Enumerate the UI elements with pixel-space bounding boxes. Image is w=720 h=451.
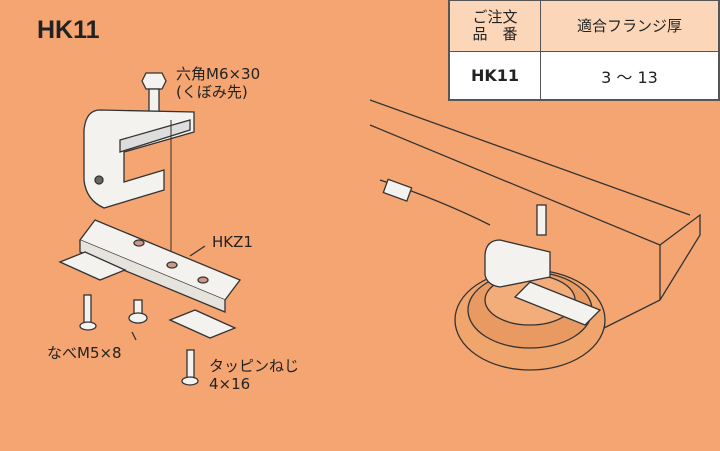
tapping-screw-right [186, 349, 195, 381]
header-order-label: ご注文 [472, 8, 518, 26]
hex-bolt-head [141, 72, 167, 90]
header-part-label: 品 番 [472, 25, 518, 43]
installed-clamp [484, 239, 551, 288]
exploded-view-drawing [58, 72, 242, 386]
label-hex-bolt: 六角M6×30 [176, 65, 261, 83]
cell-part-number: HK11 [448, 51, 541, 101]
product-code-title: HK11 [37, 16, 100, 44]
header-part-number: ご注文 品 番 [448, 0, 541, 52]
label-tapping-screw-size: 4×16 [209, 375, 251, 393]
label-pan-screw: なべM5×8 [47, 344, 122, 362]
spec-table-header: ご注文 品 番 適合フランジ厚 [448, 0, 720, 52]
installed-view-drawing [369, 99, 701, 371]
label-bracket: HKZ1 [212, 233, 253, 251]
spec-table: ご注文 品 番 適合フランジ厚 HK11 3 ～ 13 [448, 0, 720, 101]
label-tapping-screw: タッピンねじ [209, 357, 300, 375]
cell-flange-thickness: 3 ～ 13 [540, 51, 720, 101]
label-hex-bolt-tip: (くぼみ先) [176, 83, 248, 101]
bracket-foot-left [58, 251, 127, 281]
bracket-foot-right [168, 309, 237, 339]
tapping-screw-left [83, 294, 92, 326]
header-flange-thickness: 適合フランジ厚 [540, 0, 720, 52]
table-row: HK11 3 ～ 13 [448, 51, 720, 101]
